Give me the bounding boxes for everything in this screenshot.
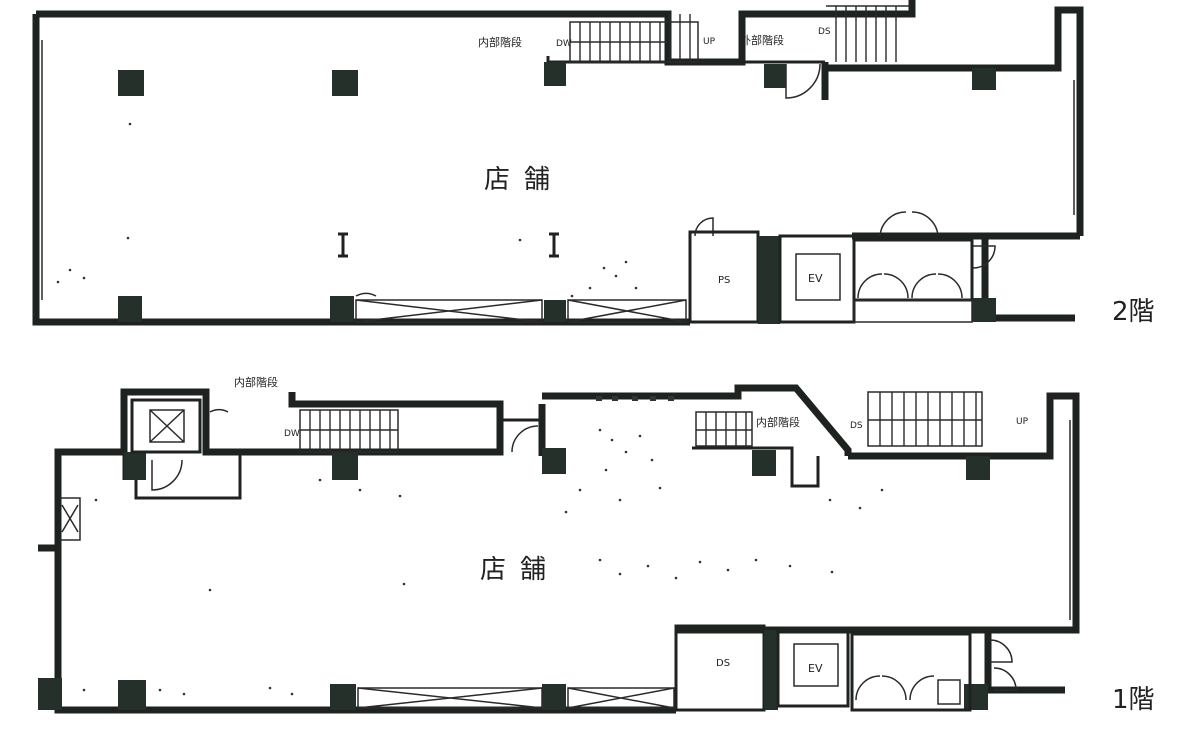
floor-2f-specks (56, 122, 638, 298)
floor-2f-column (972, 68, 996, 90)
floor-1f-elevator-hall (776, 628, 850, 708)
floor-1f-label: 1階 (1112, 685, 1155, 715)
floor-1f-dw-tag: DW (284, 429, 300, 439)
floor-1f-column (118, 680, 146, 710)
floor-1f-column (752, 450, 776, 476)
floor-1f-column (124, 452, 146, 480)
floor-2f-ps-tag: PS (718, 275, 730, 286)
floor-1f-south-shutter (357, 687, 675, 709)
floor-2f-column (544, 300, 566, 322)
floor-2f-stair-b-tag: 外部階段 (740, 33, 784, 47)
floor-1f-east-stair (867, 391, 983, 447)
floor-2f-ev-tag: EV (808, 272, 823, 285)
floor-2f-up-tag: UP (703, 37, 716, 47)
floor-1f-column (332, 452, 358, 480)
floor-2f-toilet-doors (857, 273, 963, 299)
floor-1f-ds-room-tag: DS (716, 658, 730, 669)
floor-1f-west-elevator (130, 398, 202, 454)
floor-2f-column (972, 298, 996, 322)
floor-1f-toilet (850, 632, 972, 712)
floor-1f-core-wall (764, 630, 778, 710)
floor-2f-door (971, 245, 996, 269)
floor-2f: 店舗 内部階段 DW UP 外部階段 DS PS EV 2階 (32, 0, 1155, 327)
floor-1f-column (542, 684, 566, 710)
floor-1f-door (993, 667, 1017, 691)
floor-2f-column (118, 70, 144, 96)
floor-2f-column (764, 64, 786, 88)
floor-1f-column (964, 684, 988, 710)
floor-2f-toilet-front (853, 299, 973, 323)
floor-1f-toilet-doors (855, 675, 935, 701)
floor-2f-ds-tag: DS (818, 27, 831, 37)
floor-1f-column (38, 678, 62, 710)
floor-2f-core-wall (758, 236, 780, 324)
floor-1f-column (966, 456, 990, 480)
floor-1f-up-tag: UP (1016, 417, 1029, 427)
floor-1f-exterior-wall (38, 384, 1080, 714)
floor-2f-internal-stair (569, 14, 699, 63)
floor-2f-south-shutter (355, 299, 687, 323)
floor-1f: 店舗 内部階段 DW 内部階段 DS UP DS EV 1階 (38, 375, 1155, 715)
floor-2f-column (332, 70, 358, 96)
floor-1f-north-windows (596, 396, 674, 401)
floor-1f-ds-tag: DS (850, 421, 863, 431)
floor-2f-label: 2階 (1112, 297, 1155, 327)
floor-1f-stair-b-tag: 内部階段 (756, 415, 800, 429)
floor-1f-west-elevator-doors (149, 409, 185, 491)
floor-1f-door (989, 639, 1013, 663)
floor-2f-external-stair (826, 5, 910, 62)
floor-1f-west-door (60, 408, 229, 541)
floor-1f-specks (82, 428, 884, 696)
floor-1f-elevator-car (793, 643, 839, 687)
floor-1f-stair-a-tag: 内部階段 (234, 375, 278, 389)
floor-2f-dw-tag: DW (556, 39, 572, 49)
floor-2f-marker (338, 232, 348, 258)
floor-2f-door (785, 63, 821, 99)
floor-2f-stair-a-tag: 内部階段 (478, 35, 522, 49)
floor-1f-partition (122, 418, 820, 500)
floor-2f-column (118, 296, 142, 322)
floor-1f-west-stair (299, 409, 399, 453)
floor-1f-room-label: 店舗 (480, 555, 560, 585)
floor-1f-door (511, 425, 539, 453)
floor-2f-elevator-car (795, 253, 841, 301)
floor-1f-center-stair (695, 411, 753, 447)
floor-2f-room-label: 店舗 (484, 165, 564, 195)
floor-2f-column (330, 296, 354, 322)
floor-2f-door (879, 211, 939, 237)
floor-1f-column (542, 448, 566, 474)
floor-2f-marker (549, 232, 559, 258)
floor-1f-ps-box (937, 679, 961, 705)
floor-2f-column (544, 62, 566, 86)
floor-1f-ev-tag: EV (808, 662, 823, 675)
floor-1f-column (330, 684, 356, 710)
floor-2f-door (355, 292, 377, 297)
